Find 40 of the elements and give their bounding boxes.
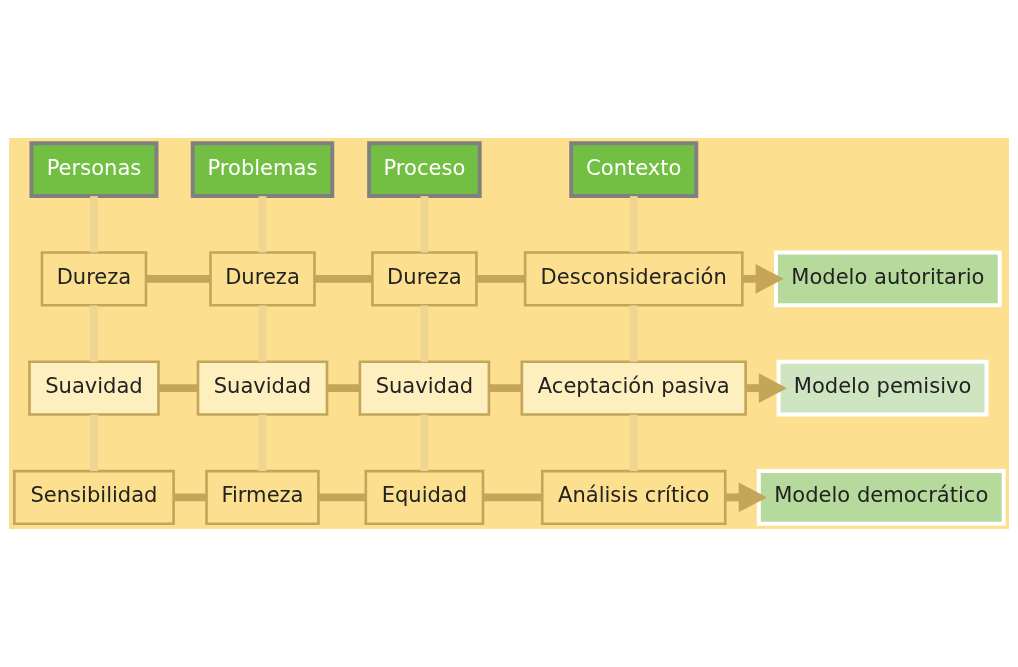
- connector: [476, 274, 525, 283]
- node-box: Problemas: [190, 141, 335, 198]
- node-box: Desconsideración: [523, 251, 744, 307]
- connector: [629, 414, 638, 471]
- node-box: Modelo democrático: [756, 469, 1006, 526]
- node-box: Dureza: [40, 251, 148, 307]
- connector: [327, 384, 360, 393]
- connector: [90, 305, 98, 362]
- connector: [420, 305, 429, 362]
- connector: [420, 196, 429, 253]
- node-box: Sensibilidad: [13, 469, 175, 526]
- node-box: Suavidad: [196, 360, 329, 416]
- connector: [146, 274, 211, 283]
- connector: [489, 384, 522, 393]
- node-box: Aceptación pasiva: [520, 360, 747, 416]
- node-box: Suavidad: [358, 360, 491, 416]
- node-box: Equidad: [364, 469, 485, 526]
- node-box: Modelo autoritario: [773, 250, 1002, 308]
- connector: [258, 414, 267, 471]
- connector: [90, 414, 98, 471]
- connector: [173, 493, 207, 502]
- node-box: Contexto: [569, 141, 699, 198]
- node-box: Dureza: [209, 251, 316, 307]
- connector: [483, 493, 543, 502]
- node-box: Análisis crítico: [540, 469, 727, 526]
- connector: [315, 274, 373, 283]
- connector: [258, 196, 267, 253]
- connector: [90, 196, 98, 253]
- node-box: Personas: [29, 141, 159, 198]
- connector: [318, 493, 366, 502]
- node-box: Suavidad: [28, 360, 160, 416]
- node-box: Dureza: [371, 251, 478, 307]
- connector: [629, 305, 638, 362]
- connector: [158, 384, 198, 393]
- node-box: Modelo pemisivo: [776, 359, 989, 417]
- connector: [258, 305, 267, 362]
- node-box: Firmeza: [205, 469, 320, 526]
- node-box: Proceso: [367, 141, 482, 198]
- connector: [629, 196, 638, 253]
- connector: [420, 414, 429, 471]
